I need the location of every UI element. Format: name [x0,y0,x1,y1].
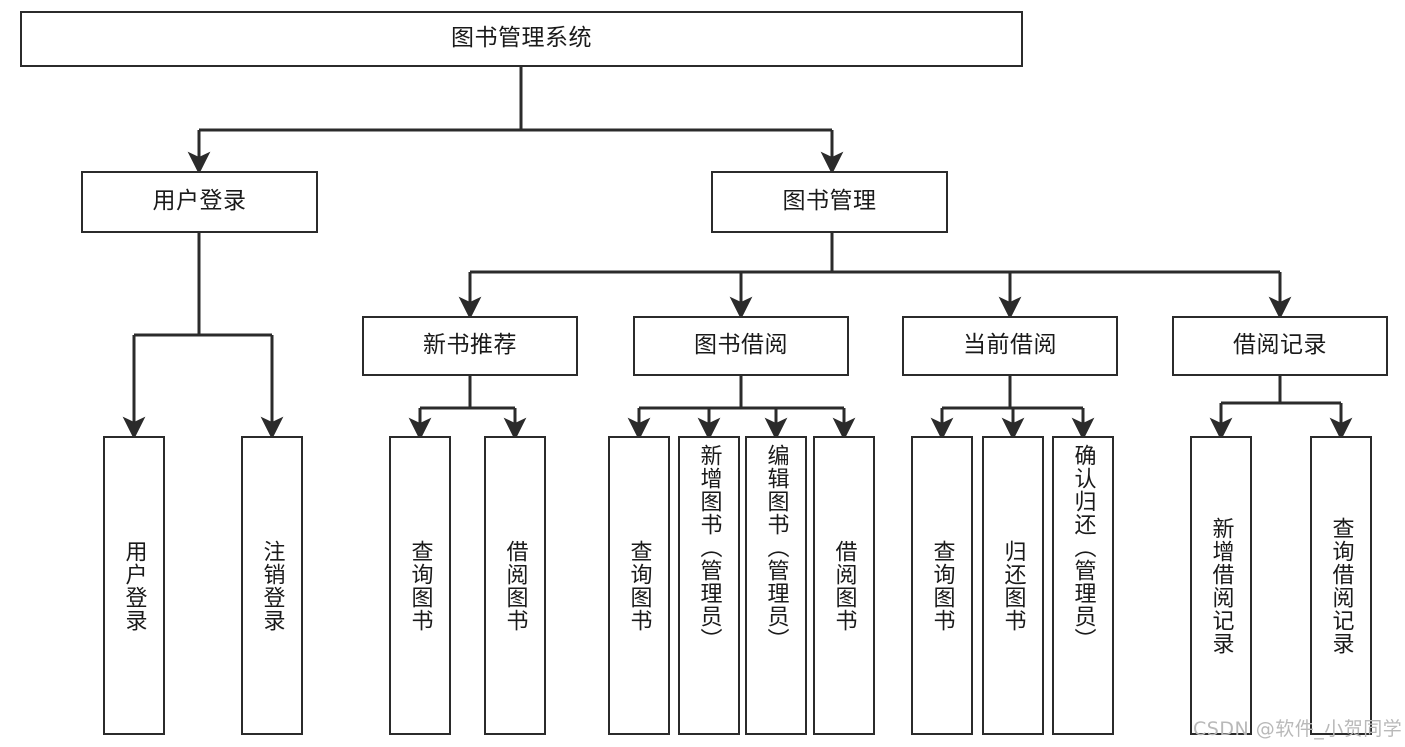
node-leaf-query-borrow-record[interactable]: 查询借阅记录 [1310,436,1372,735]
node-label: 用户登录 [121,539,147,632]
node-leaf-query-book-1[interactable]: 查询图书 [389,436,451,735]
node-leaf-borrow-book-1[interactable]: 借阅图书 [484,436,546,735]
csdn-watermark: CSDN @软件_小贺同学 [1193,718,1403,740]
node-leaf-logout[interactable]: 注销登录 [241,436,303,735]
node-root-system[interactable]: 图书管理系统 [20,11,1023,67]
node-label: 新书推荐 [423,332,517,359]
node-label: 查询借阅记录 [1328,516,1354,655]
node-new-book-recommend[interactable]: 新书推荐 [362,316,578,376]
node-label: 查询图书 [407,539,433,632]
node-label: 借阅图书 [502,539,528,632]
node-label: 当前借阅 [963,332,1057,359]
node-book-manage[interactable]: 图书管理 [711,171,948,233]
node-borrow-record[interactable]: 借阅记录 [1172,316,1388,376]
node-leaf-user-login[interactable]: 用户登录 [103,436,165,735]
node-leaf-add-book[interactable]: 新增图书（管理员） [678,436,740,735]
node-label: 注销登录 [259,539,285,632]
node-leaf-borrow-book-2[interactable]: 借阅图书 [813,436,875,735]
node-label: 图书管理系统 [451,25,592,52]
node-label: 新增借阅记录 [1208,516,1234,655]
node-label: 查询图书 [626,539,652,632]
node-label: 图书借阅 [694,332,788,359]
node-user-login[interactable]: 用户登录 [81,171,318,233]
node-leaf-confirm-return[interactable]: 确认归还（管理员） [1052,436,1114,735]
node-label: 新增图书（管理员） [696,444,722,651]
node-leaf-query-book-2[interactable]: 查询图书 [608,436,670,735]
node-leaf-add-borrow-record[interactable]: 新增借阅记录 [1190,436,1252,735]
node-label: 编辑图书（管理员） [763,444,789,651]
node-leaf-edit-book[interactable]: 编辑图书（管理员） [745,436,807,735]
node-leaf-return-book[interactable]: 归还图书 [982,436,1044,735]
node-label: 确认归还（管理员） [1070,444,1096,651]
node-leaf-query-book-3[interactable]: 查询图书 [911,436,973,735]
node-book-borrow[interactable]: 图书借阅 [633,316,849,376]
node-current-borrow[interactable]: 当前借阅 [902,316,1118,376]
node-label: 借阅图书 [831,539,857,632]
node-label: 图书管理 [782,188,877,215]
node-label: 归还图书 [1000,539,1026,632]
node-label: 查询图书 [929,539,955,632]
node-label: 用户登录 [152,188,247,215]
node-label: 借阅记录 [1233,332,1327,359]
